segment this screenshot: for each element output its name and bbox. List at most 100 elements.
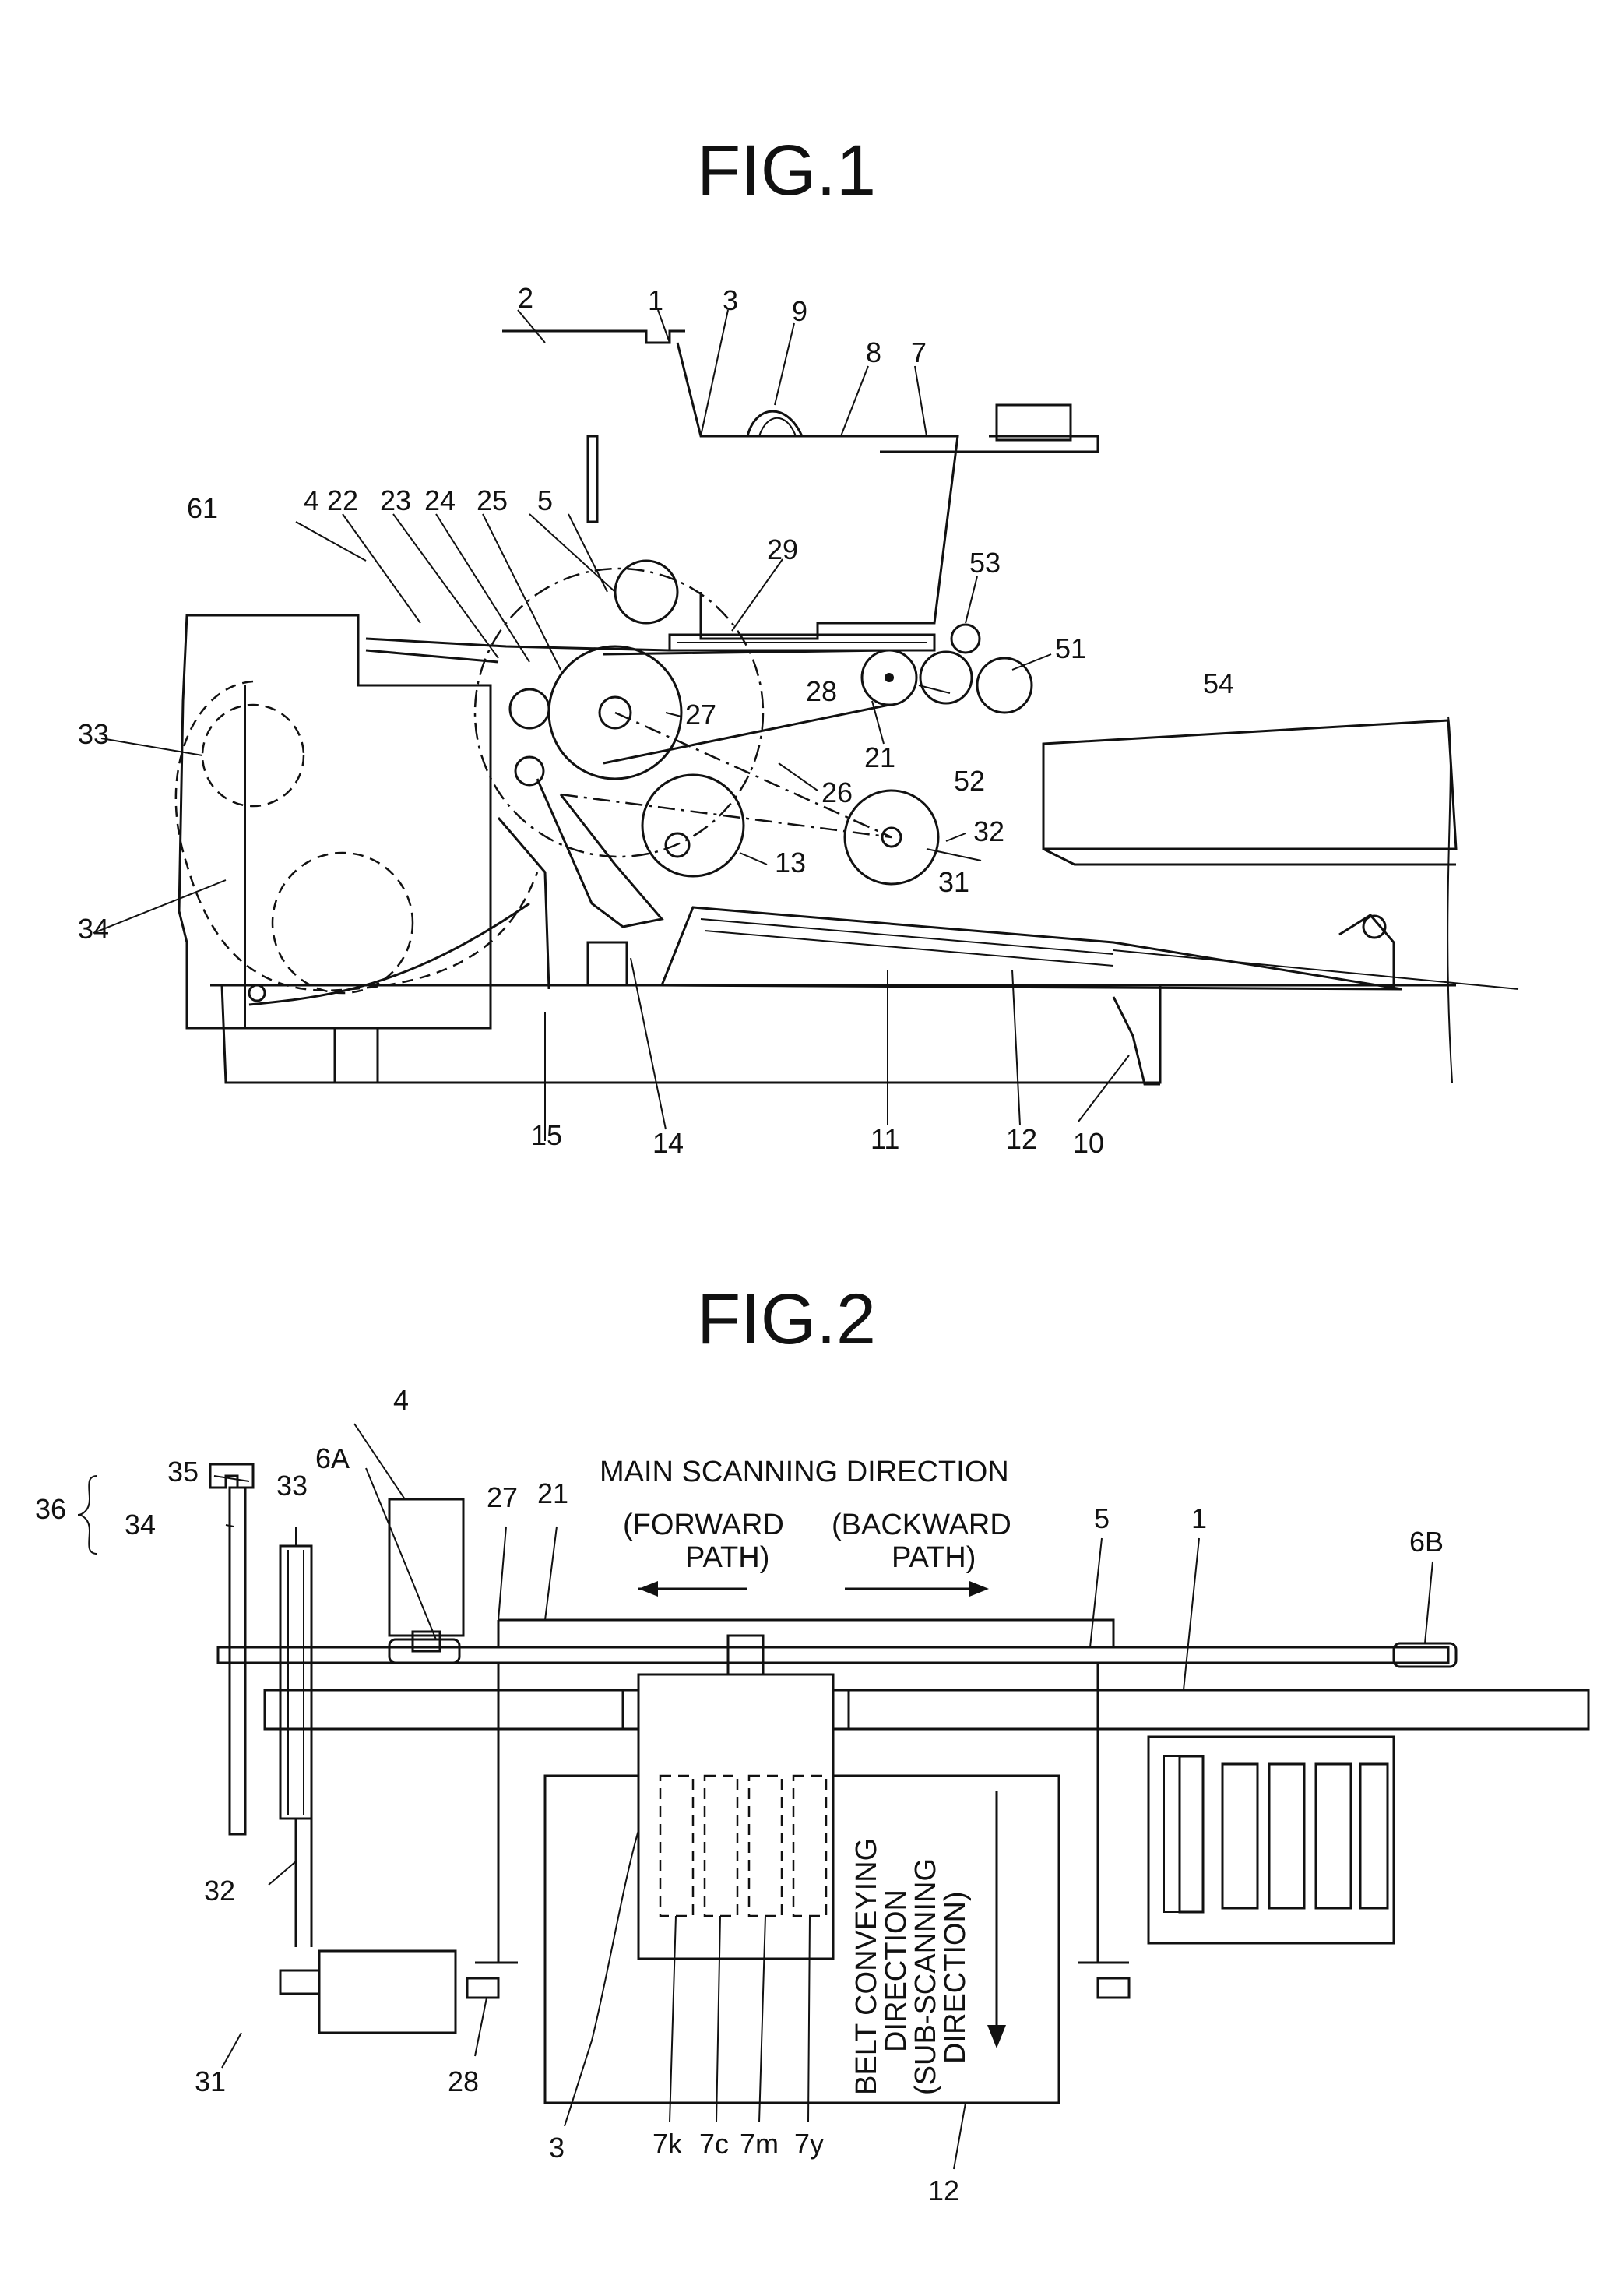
fig2-label-34: 34: [125, 1509, 156, 1541]
fig1-dashed-circle: [475, 569, 763, 857]
fig1-label-4: 4: [304, 484, 319, 516]
fig2-carriage-slider-left: [623, 1690, 638, 1729]
fig1-label-54: 54: [1203, 667, 1234, 699]
fig1-label-11: 11: [871, 1123, 899, 1155]
fig2-label-33: 33: [276, 1470, 308, 1502]
fig1-label-8: 8: [866, 336, 881, 368]
fig1-label-27: 27: [685, 699, 716, 731]
fig1-housing-61: [179, 615, 491, 1028]
fig2-label-7k: 7k: [652, 2128, 683, 2160]
fig1-roller-52: [977, 658, 1032, 713]
fig2-label-4: 4: [393, 1384, 409, 1416]
fig1-output-tray-54: [1043, 720, 1456, 849]
fig2-label-35: 35: [167, 1456, 199, 1488]
fig2-carriage-top: [728, 1636, 763, 1674]
fig1-label-14: 14: [652, 1127, 684, 1159]
fig2-label-3: 3: [549, 2132, 565, 2164]
fig2-shaft-28-right: [1098, 1978, 1129, 1998]
fig1-roller-22: [510, 689, 549, 728]
fig2-guide-rail-5: [218, 1647, 1448, 1663]
fig2-label-31: 31: [195, 2065, 226, 2097]
fig1-label-7: 7: [911, 336, 927, 368]
fig1-drive-line: [615, 713, 892, 837]
fig1-label-2: 2: [518, 282, 533, 314]
fig2-label-6A: 6A: [315, 1442, 350, 1474]
fig1-roller-53: [951, 625, 980, 653]
fig2-forward-arrowhead: [638, 1581, 658, 1597]
fig2-label-28: 28: [448, 2065, 479, 2097]
fig1-top-rail: [880, 436, 1098, 452]
fig1-circle-34: [273, 853, 413, 993]
fig1-motor-13: [642, 775, 744, 876]
fig1-label-23: 23: [380, 484, 411, 516]
fig1-label-12: 12: [1006, 1123, 1037, 1155]
fig2-cap-1: [1222, 1764, 1257, 1908]
fig2-gear-33-teeth: [288, 1550, 304, 1815]
fig2-sub-scanning-arrowhead: [987, 2025, 1006, 2048]
fig1-belt-loop-33-34: [176, 681, 537, 991]
fig2-carriage-slider-right: [833, 1690, 849, 1729]
fig2-wiper: [1164, 1756, 1180, 1912]
fig2-rod-34: [230, 1488, 245, 1834]
fig1-leader-lines: [93, 310, 1129, 1141]
fig1-label-9: 9: [792, 295, 807, 327]
fig1-output-tray-lip: [1043, 849, 1456, 865]
fig1: FIG.1: [78, 131, 1518, 1159]
fig1-tray-11: [662, 907, 1402, 989]
fig1-label-31: 31: [938, 866, 969, 898]
fig1-base-notch: [1113, 997, 1160, 1084]
fig2-label-21: 21: [537, 1477, 568, 1509]
fig2-belt-line1: BELT CONVEYING: [850, 1838, 883, 2095]
fig1-label-13: 13: [775, 847, 806, 879]
fig2-belt-32: [296, 1819, 311, 1947]
fig2-shaft-28: [467, 1978, 498, 1998]
fig1-label-53: 53: [969, 547, 1001, 579]
fig1-roller-1: [615, 561, 677, 623]
fig1-tray-line: [1113, 950, 1518, 989]
fig1-circle-33: [202, 705, 304, 806]
fig1-label-32: 32: [973, 815, 1004, 847]
fig1-block-below: [588, 942, 627, 985]
fig1-label-28: 28: [806, 675, 837, 707]
fig2-cap-3: [1316, 1764, 1351, 1908]
fig1-label-51: 51: [1055, 632, 1086, 664]
fig2: FIG.2 MAIN SCANNING DIRECTION (FORWARD P…: [35, 1280, 1588, 2206]
fig1-label-26: 26: [821, 776, 853, 808]
fig1-label-25: 25: [477, 484, 508, 516]
fig2-backward-line1: (BACKWARD: [832, 1509, 1011, 1541]
fig1-label-52: 52: [954, 765, 985, 797]
fig2-label-32: 32: [204, 1875, 235, 1907]
fig1-label-22: 22: [327, 484, 358, 516]
fig2-cap-2: [1269, 1764, 1304, 1908]
fig2-motor-31-shaft: [280, 1970, 319, 1994]
fig2-forward-line2: PATH): [685, 1541, 769, 1574]
fig2-label-7y: 7y: [794, 2128, 824, 2160]
fig2-main-frame-1: [265, 1690, 1588, 1729]
fig1-separator-14: [537, 779, 662, 927]
fig1-label-33: 33: [78, 718, 109, 750]
fig2-title: FIG.2: [697, 1280, 876, 1359]
fig1-label-1: 1: [648, 284, 663, 316]
fig2-label-7c: 7c: [699, 2128, 729, 2160]
fig1-tube-9-inner: [759, 418, 796, 436]
fig1-head-3: [677, 343, 958, 639]
fig2-cap-4: [1360, 1764, 1388, 1908]
fig1-top-block: [997, 405, 1071, 440]
fig2-label-36: 36: [35, 1493, 66, 1525]
fig1-roller-51: [920, 652, 972, 703]
fig2-belt-line4: DIRECTION): [939, 1891, 972, 2064]
fig1-label-61: 61: [187, 492, 218, 524]
fig1-label-3: 3: [723, 284, 738, 316]
fig1-guide-curve: [249, 903, 529, 1005]
fig2-brace-36: [78, 1476, 97, 1554]
fig1-label-24: 24: [424, 484, 456, 516]
fig2-label-27: 27: [487, 1481, 518, 1513]
fig1-foot-left: [335, 1028, 378, 1083]
fig2-label-6B: 6B: [1409, 1526, 1444, 1558]
fig1-belt-21: [603, 650, 889, 763]
fig1-top-bracket-2: [502, 331, 685, 343]
fig2-belt-direction-caption: BELT CONVEYING DIRECTION (SUB-SCANNING D…: [850, 1838, 972, 2095]
fig1-label-34: 34: [78, 913, 109, 945]
fig1-label-29: 29: [767, 534, 798, 565]
